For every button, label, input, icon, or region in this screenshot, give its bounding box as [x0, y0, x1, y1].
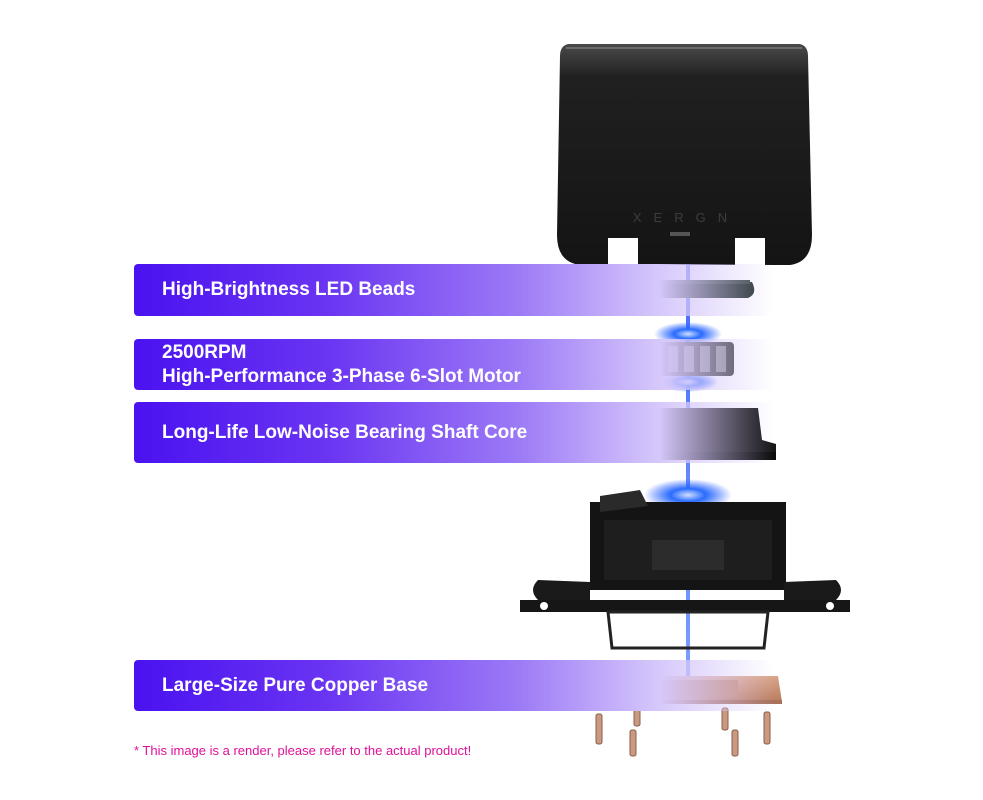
feature-copper-base: Large-Size Pure Copper Base — [134, 660, 774, 711]
feature-label: Large-Size Pure Copper Base — [162, 674, 429, 696]
brand-mark: XERGN — [633, 210, 739, 225]
screw-set — [595, 707, 771, 757]
pump-cap — [557, 44, 812, 268]
render-disclaimer: * This image is a render, please refer t… — [134, 743, 472, 758]
feature-label: High-Brightness LED Beads — [162, 279, 416, 300]
feature-label-motor: High-Performance 3-Phase 6-Slot Motor — [162, 365, 521, 387]
light-beam — [686, 245, 690, 685]
feature-label-rpm: 2500RPM — [162, 341, 247, 363]
mounting-bracket — [520, 580, 850, 650]
feature-motor: 2500RPM High-Performance 3-Phase 6-Slot … — [134, 339, 774, 390]
feature-led-beads: High-Brightness LED Beads — [134, 264, 774, 316]
feature-label: Long-Life Low-Noise Bearing Shaft Core — [162, 421, 528, 443]
pump-body — [590, 490, 786, 590]
feature-bearing: Long-Life Low-Noise Bearing Shaft Core — [134, 402, 774, 463]
